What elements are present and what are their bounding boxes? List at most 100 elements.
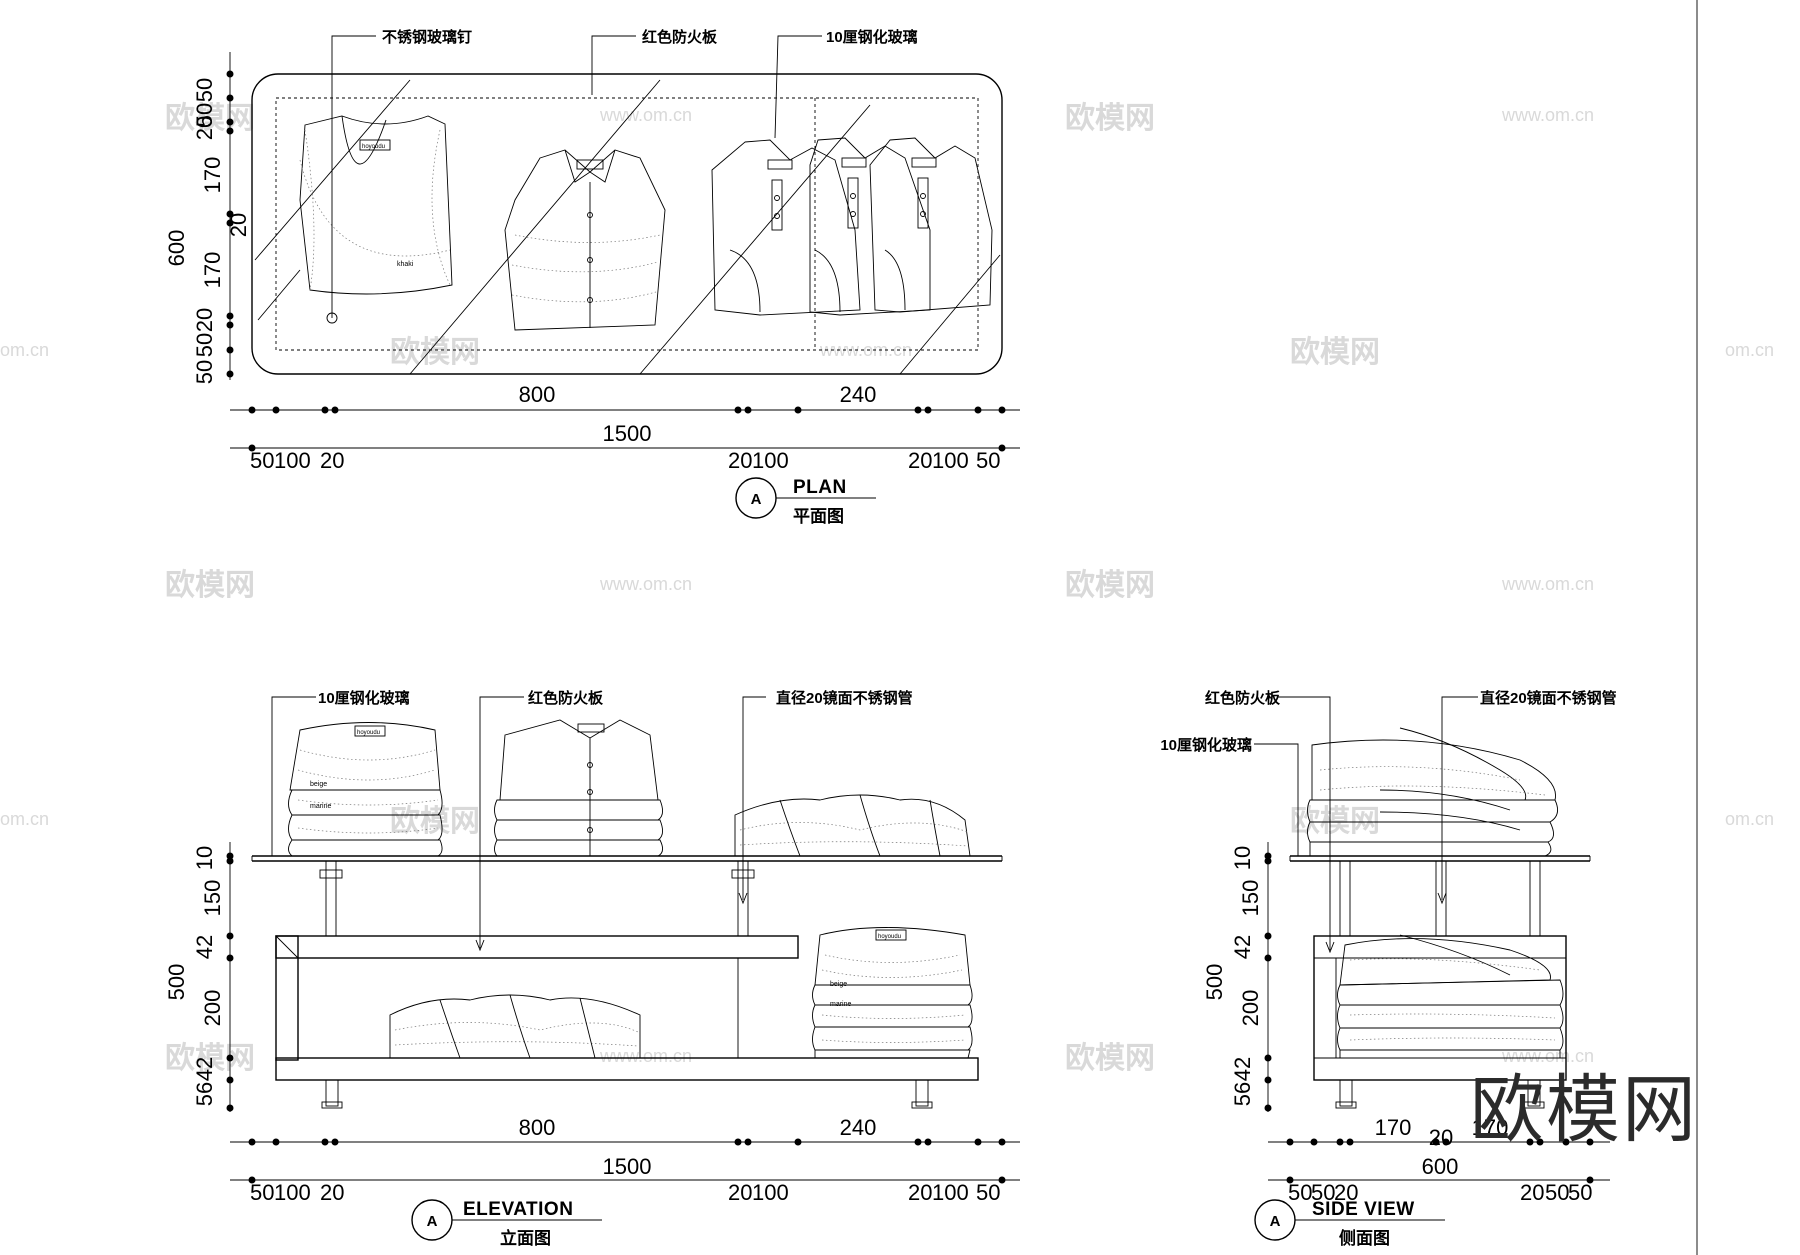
elevation-dim: 42 [192, 935, 217, 959]
side-dim: 50 [1568, 1180, 1592, 1205]
watermark-text: 欧模网 [165, 1042, 255, 1075]
logo-watermark: 欧模网 [1470, 1068, 1698, 1151]
plan-dim: 20 [192, 308, 217, 332]
side-title-cn: 侧面图 [1339, 1228, 1390, 1248]
elevation-dim-total-width: 1500 [603, 1154, 652, 1179]
side-dim-left: 500 10 150 42 200 42 56 [1202, 842, 1272, 1112]
elevation-dim: 200 [200, 990, 225, 1027]
elevation-lower-sweater-stack: hoyoudu beige marine [812, 927, 973, 1059]
watermark-url: om.cn [0, 809, 49, 829]
plan-sweater-drawing: hoyoudu khaki [299, 115, 453, 324]
plan-view: hoyoudu khaki [164, 28, 1020, 526]
watermark-text: 欧模网 [1065, 102, 1155, 135]
plan-dim-bottom: 800 240 1500 50 100 20 20 100 20 100 50 [230, 382, 1020, 473]
watermark-text: 欧模网 [1065, 1042, 1155, 1075]
plan-dim: 170 [200, 157, 225, 194]
elevation-dim: 20 [320, 1180, 344, 1205]
side-dim-span: 20 [1429, 1125, 1453, 1150]
elevation-dim-span: 240 [840, 1115, 877, 1140]
side-leaders [1254, 696, 1478, 954]
plan-board-outline [275, 97, 979, 351]
watermark-text: 欧模网 [1290, 336, 1380, 369]
elevation-polo-stack [734, 794, 971, 857]
plan-dim: 100 [932, 448, 969, 473]
side-dim-total-width: 600 [1422, 1154, 1459, 1179]
plan-title: PLAN [793, 477, 847, 498]
plan-dim-total-height: 600 [164, 230, 189, 267]
side-label-red-board: 红色防火板 [1205, 689, 1281, 707]
plan-label-glass-nail: 不锈钢玻璃钉 [382, 28, 472, 46]
elevation-dim: 100 [752, 1180, 789, 1205]
elevation-title-cn: 立面图 [500, 1228, 551, 1248]
plan-dim-span: 240 [840, 382, 877, 407]
watermark-url: www.om.cn [599, 574, 692, 594]
side-label-tempered-glass: 10厘钢化玻璃 [1160, 736, 1252, 754]
elevation-lower-tag-brand: hoyoudu [878, 934, 901, 940]
elevation-dim: 150 [200, 880, 225, 917]
side-dim-total-height: 500 [1202, 964, 1227, 1001]
side-dim: 42 [1230, 935, 1255, 959]
plan-dim: 20 [908, 448, 932, 473]
plan-dim: 20 [320, 448, 344, 473]
elevation-label-tempered-glass: 10厘钢化玻璃 [318, 689, 410, 707]
side-lower-stack [1337, 934, 1564, 1059]
plan-dim: 50 [192, 103, 217, 127]
elevation-dim: 100 [932, 1180, 969, 1205]
elevation-dim: 100 [274, 1180, 311, 1205]
side-top-stack [1307, 727, 1559, 857]
watermark-url: www.om.cn [599, 1046, 692, 1066]
watermark-url: www.om.cn [819, 340, 912, 360]
plan-dim: 100 [752, 448, 789, 473]
elevation-dim: 42 [192, 1057, 217, 1081]
elevation-tag-color: beige [310, 781, 327, 788]
side-dim: 50 [1311, 1180, 1335, 1205]
plan-leaders [331, 35, 822, 318]
side-dim: 50 [1545, 1180, 1569, 1205]
side-title-block: A SIDE VIEW 侧面图 [1254, 1199, 1445, 1248]
plan-dim-left: 600 50 50 20 170 20 170 20 50 50 [164, 52, 251, 384]
elevation-view: hoyoudu beige marine [164, 689, 1020, 1248]
watermark-text: 欧模网 [390, 805, 480, 838]
plan-glass-hatch [254, 79, 1001, 375]
side-dim: 20 [1334, 1180, 1358, 1205]
watermark-url: om.cn [1725, 340, 1774, 360]
watermark-text: 欧模网 [165, 569, 255, 602]
plan-dim: 50 [192, 78, 217, 102]
elevation-label-red-board: 红色防火板 [528, 689, 604, 707]
elevation-lower-tag-color: beige [830, 981, 847, 988]
elevation-dim-bottom: 800 240 1500 50 100 20 20 100 20 100 50 [230, 1115, 1020, 1205]
plan-label-tempered-glass: 10厘钢化玻璃 [826, 28, 918, 46]
watermark-url: www.om.cn [1501, 1046, 1594, 1066]
watermark-text: 欧模网 [390, 336, 480, 369]
plan-dim: 50 [976, 448, 1000, 473]
elevation-dim: 20 [728, 1180, 752, 1205]
elevation-leaders [271, 696, 766, 952]
plan-title-block: A PLAN 平面图 [735, 477, 876, 526]
side-dim: 200 [1238, 990, 1263, 1027]
elevation-sweater-stack: hoyoudu beige marine [288, 722, 443, 857]
watermark-url: om.cn [0, 340, 49, 360]
elevation-lower-tag-color: marine [830, 1001, 852, 1008]
side-title: SIDE VIEW [1312, 1199, 1415, 1220]
plan-label-red-board: 红色防火板 [642, 28, 718, 46]
plan-tag-color: khaki [397, 261, 414, 268]
plan-dim-span: 800 [519, 382, 556, 407]
watermark-url: www.om.cn [1501, 105, 1594, 125]
plan-title-cn: 平面图 [793, 507, 844, 526]
side-dim: 20 [1520, 1180, 1544, 1205]
plan-dim: 50 [192, 360, 217, 384]
elevation-dim: 20 [908, 1180, 932, 1205]
elevation-dim: 50 [976, 1180, 1000, 1205]
watermark-text: 欧模网 [1065, 569, 1155, 602]
elevation-title: ELEVATION [463, 1199, 573, 1220]
side-dim: 150 [1238, 880, 1263, 917]
elevation-dim: 50 [250, 1180, 274, 1205]
elevation-tag-brand: hoyoudu [357, 730, 380, 736]
elevation-shirt-stack [494, 719, 663, 857]
elevation-lower-polo-stack [389, 994, 641, 1059]
watermark-layer: 欧模网 www.om.cn 欧模网 www.om.cn om.cn 欧模网 ww… [0, 102, 1774, 1075]
watermark-text: 欧模网 [165, 102, 255, 135]
elevation-dim-span: 800 [519, 1115, 556, 1140]
plan-shirt-drawing [504, 149, 666, 331]
plan-polo-drawings [711, 137, 993, 316]
